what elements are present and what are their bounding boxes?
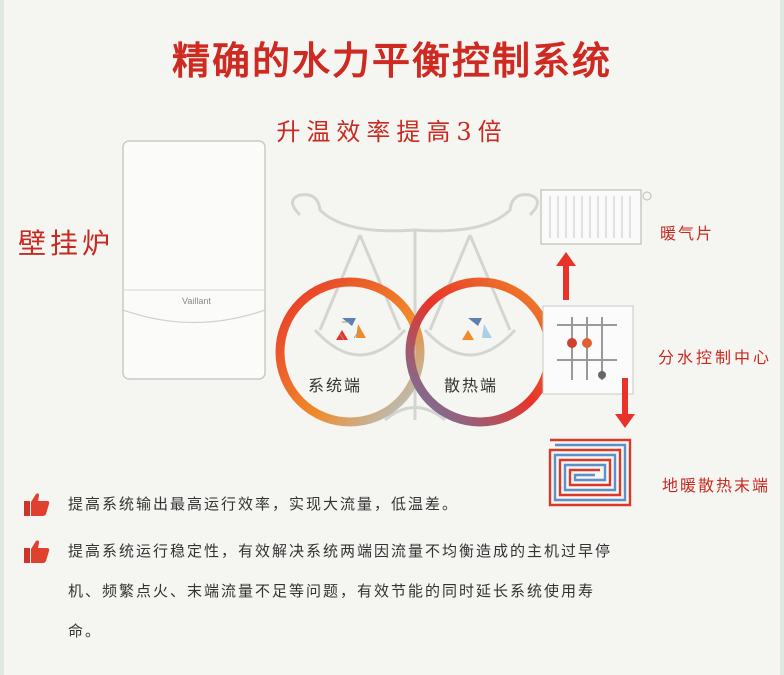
benefit-item: 提高系统运行稳定性，有效解决系统两端因流量不均衡造成的主机过早停机、频繁点火、末… — [24, 535, 724, 640]
benefit-item: 提高系统输出最高运行效率，实现大流量，低温差。 — [24, 488, 724, 520]
manifold-illustration — [542, 305, 634, 395]
benefit-text: 提高系统输出最高运行效率，实现大流量，低温差。 — [68, 495, 460, 513]
left-border — [0, 0, 4, 675]
arrow-up-icon — [556, 252, 576, 300]
radiator-label: 暖气片 — [660, 224, 715, 243]
floor-heating-illustration — [548, 438, 632, 507]
heat-loop — [405, 277, 555, 427]
thumbs-up-icon — [24, 540, 50, 563]
page-subtitle: 升温效率提高3倍 — [276, 118, 508, 146]
manifold-label: 分水控制中心 — [658, 348, 773, 367]
boiler-label: 壁挂炉 — [18, 227, 115, 260]
floor-heating-label: 地暖散热末端 — [662, 476, 771, 495]
arrow-down-icon — [615, 378, 635, 428]
recycle-icon-right — [462, 318, 492, 340]
system-loop — [275, 277, 425, 427]
system-end-label: 系统端 — [308, 376, 363, 395]
benefit-text: 提高系统运行稳定性，有效解决系统两端因流量不均衡造成的主机过早停机、频繁点火、末… — [68, 542, 613, 640]
balance-loop-illustration — [275, 193, 555, 427]
brand-logo: Vaillant — [182, 296, 211, 306]
right-border — [780, 0, 784, 675]
thumbs-up-icon — [24, 493, 50, 516]
radiator-illustration — [540, 189, 652, 245]
page-title: 精确的水力平衡控制系统 — [171, 39, 612, 83]
boiler-illustration: Vaillant — [122, 140, 266, 380]
heat-end-label: 散热端 — [444, 376, 499, 395]
recycle-icon-left — [336, 318, 366, 341]
